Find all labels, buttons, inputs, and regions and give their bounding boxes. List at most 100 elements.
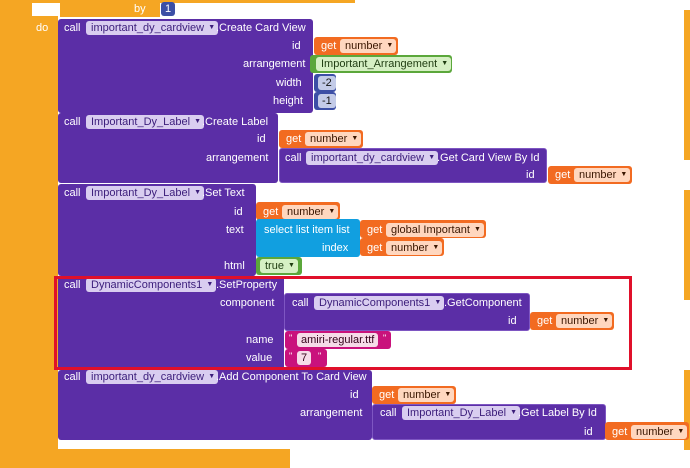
quote-close-icon: " bbox=[383, 333, 387, 343]
get-keyword: get bbox=[379, 389, 395, 401]
chevron-down-icon[interactable]: ▼ bbox=[288, 262, 295, 269]
call-keyword: call bbox=[292, 297, 309, 309]
get-keyword: get bbox=[537, 315, 553, 327]
id-label: id bbox=[257, 133, 266, 145]
select-list-item-block[interactable] bbox=[256, 219, 360, 257]
arrangement-label: arrangement bbox=[206, 152, 269, 164]
chevron-down-icon[interactable]: ▼ bbox=[510, 409, 518, 416]
get-keyword: get bbox=[612, 426, 628, 438]
variable-dropdown[interactable]: number▼ bbox=[282, 205, 339, 219]
component-dropdown[interactable]: important_dy_cardview▼ bbox=[86, 370, 219, 384]
boolean-dropdown[interactable]: true▼ bbox=[260, 259, 298, 273]
call-keyword: call bbox=[64, 187, 81, 199]
width-value[interactable]: -2 bbox=[318, 76, 336, 90]
get-keyword: get bbox=[286, 133, 302, 145]
chevron-down-icon[interactable]: ▼ bbox=[428, 154, 436, 161]
top-edge-bar bbox=[0, 0, 355, 3]
chevron-down-icon[interactable]: ▼ bbox=[620, 171, 628, 178]
value-label: value bbox=[246, 352, 273, 364]
call-keyword: call bbox=[64, 22, 81, 34]
get-keyword: get bbox=[367, 224, 383, 236]
variable-dropdown[interactable]: number▼ bbox=[574, 168, 631, 182]
select-list-item-label: select list item list bbox=[264, 224, 350, 236]
value-text-value[interactable]: 7 bbox=[297, 351, 312, 365]
component-dropdown[interactable]: important_dy_cardview▼ bbox=[306, 151, 439, 165]
right-orange-bar-3 bbox=[684, 370, 690, 450]
do-label: do bbox=[36, 22, 49, 34]
right-orange-bar-1 bbox=[684, 10, 690, 160]
by-label: by bbox=[134, 3, 146, 15]
chevron-down-icon[interactable]: ▼ bbox=[441, 60, 449, 67]
index-label: index bbox=[322, 242, 349, 254]
get-keyword: get bbox=[367, 242, 383, 254]
chevron-down-icon[interactable]: ▼ bbox=[208, 373, 216, 380]
name-text-value[interactable]: amiri-regular.ttf bbox=[297, 333, 379, 347]
chevron-down-icon[interactable]: ▼ bbox=[328, 208, 336, 215]
variable-dropdown[interactable]: number▼ bbox=[305, 132, 362, 146]
bottom-orange-bar bbox=[0, 449, 290, 468]
by-row bbox=[60, 0, 160, 17]
call-keyword: call bbox=[380, 407, 397, 419]
chevron-down-icon[interactable]: ▼ bbox=[194, 189, 202, 196]
chevron-down-icon[interactable]: ▼ bbox=[677, 428, 685, 435]
method-label: .Get Label By Id bbox=[518, 407, 597, 419]
variable-dropdown[interactable]: number▼ bbox=[631, 425, 688, 439]
component-label: component bbox=[220, 297, 275, 309]
width-label: width bbox=[276, 77, 302, 89]
component-dropdown[interactable]: Important_Dy_Label▼ bbox=[402, 406, 521, 420]
arrangement-dropdown[interactable]: Important_Arrangement▼ bbox=[316, 57, 452, 71]
text-label: text bbox=[226, 224, 244, 236]
for-range-block[interactable] bbox=[0, 0, 32, 468]
method-label: .GetComponent bbox=[444, 297, 522, 309]
height-label: height bbox=[273, 95, 303, 107]
id-label: id bbox=[234, 206, 243, 218]
chevron-down-icon[interactable]: ▼ bbox=[432, 244, 440, 251]
variable-dropdown[interactable]: number▼ bbox=[386, 241, 443, 255]
get-keyword: get bbox=[555, 169, 571, 181]
quote-open-icon: " bbox=[289, 351, 293, 361]
chevron-down-icon[interactable]: ▼ bbox=[444, 391, 452, 398]
method-label: .Add Component To Card View bbox=[216, 371, 367, 383]
name-label: name bbox=[246, 334, 274, 346]
component-dropdown[interactable]: important_dy_cardview▼ bbox=[86, 21, 219, 35]
method-label: .Create Card View bbox=[216, 22, 306, 34]
component-dropdown[interactable]: DynamicComponents1▼ bbox=[86, 278, 217, 292]
chevron-down-icon[interactable]: ▼ bbox=[434, 299, 442, 306]
method-label: .Set Text bbox=[202, 187, 245, 199]
arrangement-label: arrangement bbox=[300, 407, 363, 419]
call-keyword: call bbox=[285, 152, 302, 164]
call-keyword: call bbox=[64, 371, 81, 383]
chevron-down-icon[interactable]: ▼ bbox=[208, 24, 216, 31]
chevron-down-icon[interactable]: ▼ bbox=[602, 317, 610, 324]
id-label: id bbox=[350, 389, 359, 401]
height-value[interactable]: -1 bbox=[318, 94, 336, 108]
call-keyword: call bbox=[64, 279, 81, 291]
variable-dropdown[interactable]: number▼ bbox=[398, 388, 455, 402]
variable-dropdown[interactable]: number▼ bbox=[556, 314, 613, 328]
chevron-down-icon[interactable]: ▼ bbox=[194, 118, 202, 125]
do-bar bbox=[32, 16, 58, 456]
by-value[interactable]: 1 bbox=[161, 2, 176, 16]
quote-close-icon: " bbox=[318, 351, 322, 361]
method-label: .Get Card View By Id bbox=[437, 152, 540, 164]
highlight-frame bbox=[54, 276, 632, 370]
id-label: id bbox=[292, 40, 301, 52]
quote-open-icon: " bbox=[289, 333, 293, 343]
get-keyword: get bbox=[263, 206, 279, 218]
variable-dropdown[interactable]: global Important▼ bbox=[386, 223, 484, 237]
variable-dropdown[interactable]: number▼ bbox=[340, 39, 397, 53]
call-keyword: call bbox=[64, 116, 81, 128]
method-label: .Create Label bbox=[202, 116, 269, 128]
chevron-down-icon[interactable]: ▼ bbox=[473, 226, 481, 233]
get-keyword: get bbox=[321, 40, 337, 52]
component-dropdown[interactable]: Important_Dy_Label▼ bbox=[86, 115, 205, 129]
html-label: html bbox=[224, 260, 245, 272]
chevron-down-icon[interactable]: ▼ bbox=[351, 135, 359, 142]
chevron-down-icon[interactable]: ▼ bbox=[206, 281, 214, 288]
chevron-down-icon[interactable]: ▼ bbox=[386, 42, 394, 49]
id-label: id bbox=[508, 315, 517, 327]
arrangement-label: arrangement bbox=[243, 58, 306, 70]
component-dropdown[interactable]: DynamicComponents1▼ bbox=[314, 296, 445, 310]
right-orange-bar-2 bbox=[684, 190, 690, 300]
component-dropdown[interactable]: Important_Dy_Label▼ bbox=[86, 186, 205, 200]
